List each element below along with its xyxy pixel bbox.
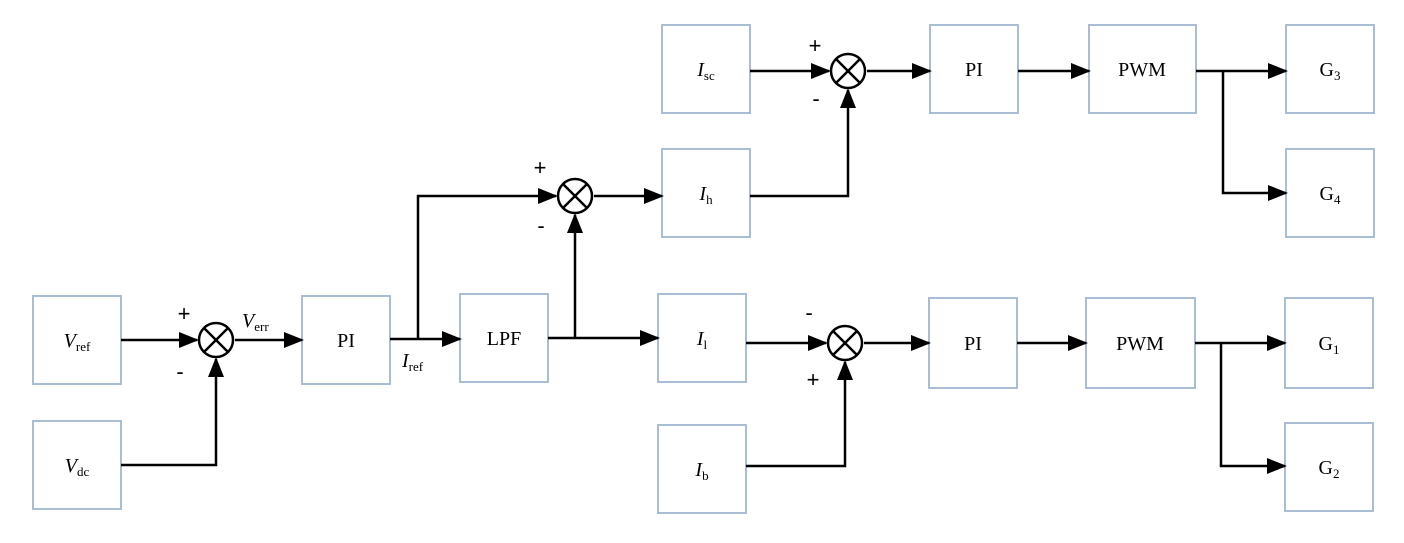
block-il: Il bbox=[657, 293, 747, 383]
arrow-pwm-top-to-g4 bbox=[1221, 71, 1288, 201]
block-ih: Ih bbox=[661, 148, 751, 238]
ih-symbol: I bbox=[698, 183, 707, 205]
arrow-vdc-to-sum1 bbox=[121, 357, 224, 467]
summing-junction-bottom bbox=[826, 324, 864, 362]
block-pi-top: PI bbox=[929, 24, 1019, 114]
block-vdc: Vdc bbox=[32, 420, 122, 510]
lpf-label: LPF bbox=[487, 328, 521, 350]
vref-subscript: ref bbox=[76, 339, 91, 354]
ih-subscript: h bbox=[706, 192, 713, 207]
block-ib: Ib bbox=[657, 424, 747, 514]
sign-plus-ih: + bbox=[534, 155, 547, 180]
arrow-iref-to-sum-ih bbox=[416, 188, 558, 339]
g4-symbol: G bbox=[1320, 183, 1334, 205]
il-symbol: I bbox=[696, 328, 705, 350]
connections bbox=[121, 63, 1288, 474]
block-pwm-top: PWM bbox=[1088, 24, 1197, 114]
label-iref: Iref bbox=[401, 350, 424, 374]
g1-symbol: G bbox=[1319, 333, 1333, 355]
sign-minus-ih: - bbox=[537, 213, 544, 238]
svg-text:Isc: Isc bbox=[696, 59, 715, 83]
summing-junction-top bbox=[829, 52, 867, 90]
ib-symbol: I bbox=[694, 459, 703, 481]
isc-subscript: sc bbox=[704, 68, 715, 83]
svg-text:G4: G4 bbox=[1320, 183, 1341, 207]
block-g1: G1 bbox=[1284, 297, 1374, 389]
svg-text:Ih: Ih bbox=[698, 183, 713, 207]
arrow-ib-to-sum-bottom bbox=[746, 360, 853, 468]
il-subscript: l bbox=[704, 337, 708, 352]
vref-symbol: V bbox=[64, 330, 79, 352]
block-pi-outer: PI bbox=[301, 295, 391, 385]
svg-text:G3: G3 bbox=[1320, 59, 1341, 83]
block-vref: Vref bbox=[32, 295, 122, 385]
block-g4: G4 bbox=[1285, 148, 1375, 238]
arrow-pwm-bottom-to-g2 bbox=[1219, 343, 1287, 474]
vdc-subscript: dc bbox=[77, 464, 90, 479]
summing-junction-verr bbox=[197, 321, 235, 359]
sign-plus-verr: + bbox=[178, 301, 191, 326]
pi-outer-label: PI bbox=[337, 330, 355, 352]
summing-junction-ih bbox=[556, 177, 594, 215]
svg-text:Ib: Ib bbox=[694, 459, 708, 483]
svg-text:Vdc: Vdc bbox=[65, 455, 90, 479]
iref-subscript: ref bbox=[409, 359, 424, 374]
svg-text:G2: G2 bbox=[1319, 457, 1340, 481]
svg-text:G1: G1 bbox=[1319, 333, 1340, 357]
sign-minus-bottom: - bbox=[805, 300, 812, 325]
sign-plus-top: + bbox=[809, 33, 822, 58]
arrow-ih-to-sum-top bbox=[750, 88, 856, 198]
sign-minus-top: - bbox=[812, 86, 819, 111]
block-lpf: LPF bbox=[459, 293, 549, 383]
vdc-symbol: V bbox=[65, 455, 80, 477]
ib-subscript: b bbox=[702, 468, 709, 483]
sign-minus-verr: - bbox=[176, 359, 183, 384]
pwm-bottom-label: PWM bbox=[1116, 333, 1164, 355]
block-pi-bottom: PI bbox=[928, 297, 1018, 389]
g1-subscript: 1 bbox=[1333, 342, 1340, 357]
g4-subscript: 4 bbox=[1334, 192, 1341, 207]
svg-text:Il: Il bbox=[696, 328, 708, 352]
block-isc: Isc bbox=[661, 24, 751, 114]
sign-plus-bottom: + bbox=[807, 367, 820, 392]
g2-symbol: G bbox=[1319, 457, 1333, 479]
iref-symbol: I bbox=[401, 350, 410, 372]
pi-top-label: PI bbox=[965, 59, 983, 81]
verr-subscript: err bbox=[254, 319, 269, 334]
svg-text:Vref: Vref bbox=[64, 330, 91, 354]
pwm-top-label: PWM bbox=[1118, 59, 1166, 81]
verr-symbol: V bbox=[242, 310, 257, 332]
pi-bottom-label: PI bbox=[964, 333, 982, 355]
block-pwm-bottom: PWM bbox=[1085, 297, 1196, 389]
isc-symbol: I bbox=[696, 59, 705, 81]
label-verr: Verr bbox=[242, 310, 269, 334]
g2-subscript: 2 bbox=[1333, 466, 1340, 481]
g3-subscript: 3 bbox=[1334, 68, 1341, 83]
g3-symbol: G bbox=[1320, 59, 1334, 81]
block-g2: G2 bbox=[1284, 422, 1374, 512]
block-g3: G3 bbox=[1285, 24, 1375, 114]
